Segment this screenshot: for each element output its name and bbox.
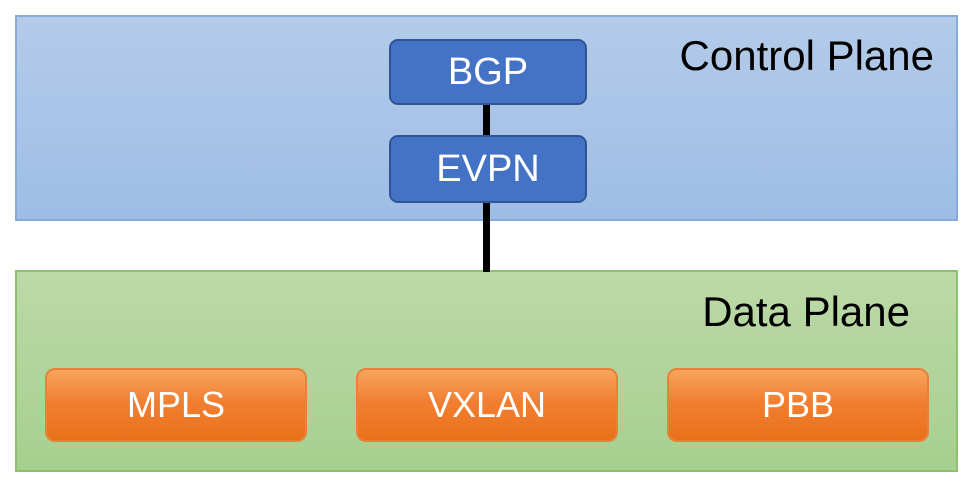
data-plane-title: Data Plane — [702, 288, 910, 335]
control-plane-title: Control Plane — [679, 32, 934, 79]
evpn-data-plane-connector — [483, 202, 490, 272]
vxlan-box: VXLAN — [356, 368, 618, 442]
pbb-box: PBB — [667, 368, 929, 442]
mpls-box: MPLS — [45, 368, 307, 442]
bgp-evpn-connector — [483, 104, 490, 136]
bgp-box: BGP — [389, 39, 587, 105]
evpn-box: EVPN — [389, 135, 587, 203]
